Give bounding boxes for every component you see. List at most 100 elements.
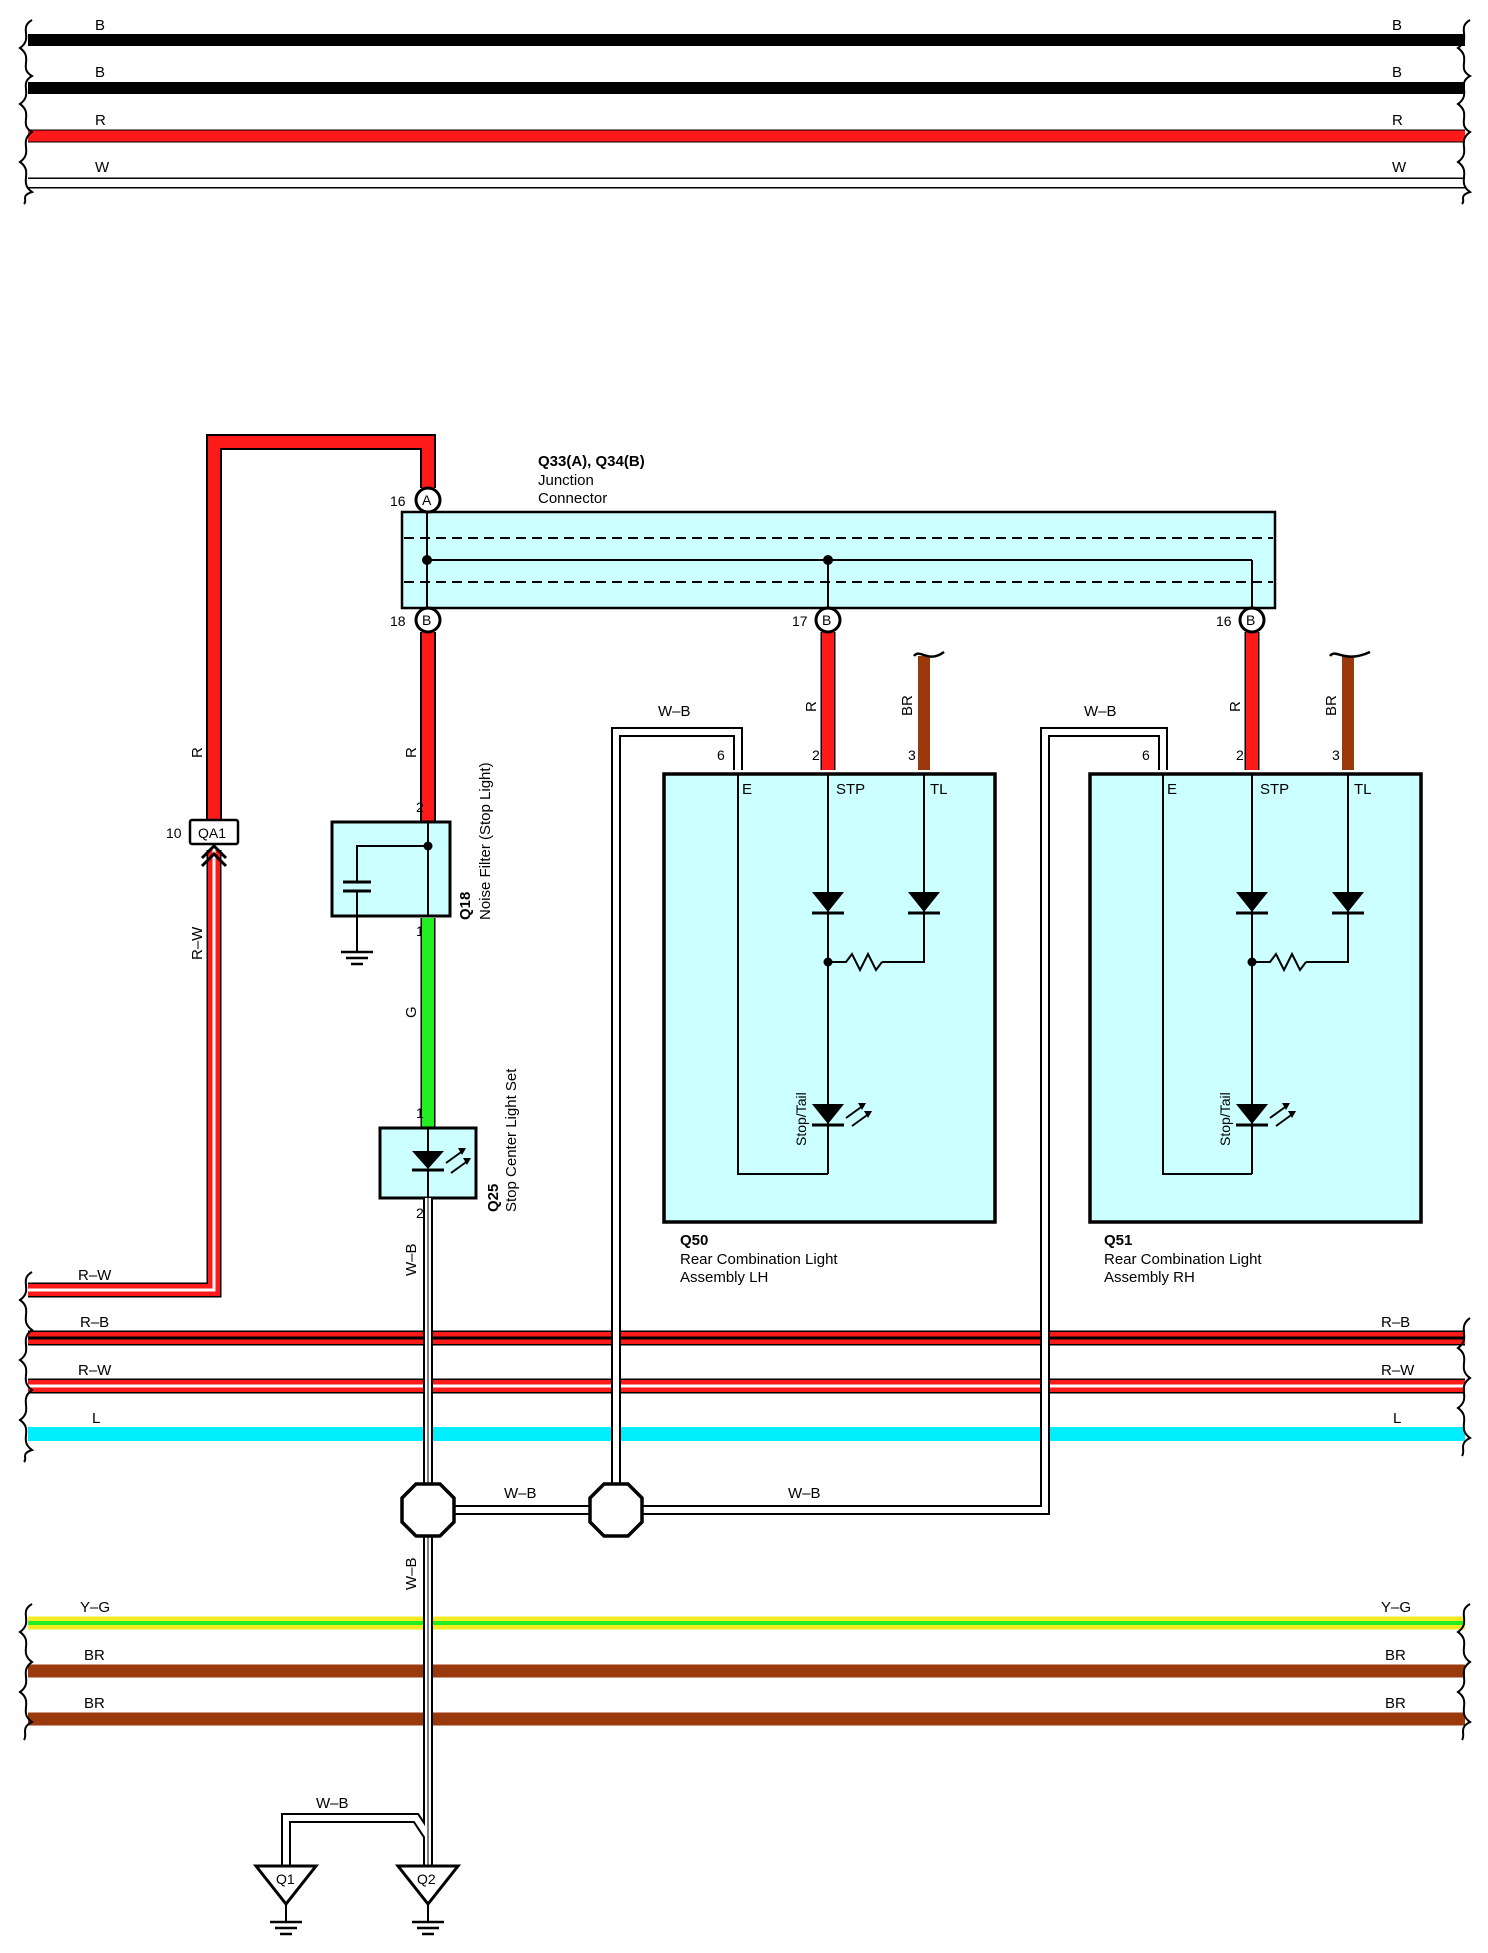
bus-wire-l: L L — [28, 1410, 1465, 1441]
bus-label-left: R — [95, 112, 106, 129]
junction-connector-id: Q33(A), Q34(B) — [538, 453, 645, 470]
ground-point-q1: Q1 — [252, 1864, 320, 1936]
wire-label-r: R — [189, 747, 206, 758]
connector-pin-letter: B — [1246, 612, 1255, 628]
stop-center-name: Stop Center Light Set — [503, 1068, 520, 1212]
terminal-label-tl: TL — [930, 781, 948, 798]
component-name: Assembly RH — [1104, 1269, 1195, 1286]
bus-label-right: BR — [1385, 1647, 1406, 1664]
bus-label-right: Y–G — [1381, 1599, 1411, 1616]
bus-label-right: R–B — [1381, 1314, 1410, 1331]
stop-center-pin-out: 2 — [416, 1205, 424, 1221]
bus-label-left: BR — [84, 1695, 105, 1712]
wire-label-r: R — [403, 747, 420, 758]
wire-r-to-rh: R — [1227, 632, 1260, 770]
bus-label-right: W — [1392, 159, 1407, 176]
inline-connector-pin: 10 — [166, 825, 182, 841]
bus-label-right: R — [1392, 112, 1403, 129]
bulb-label: Stop/Tail — [793, 1092, 809, 1146]
noise-filter-pin-in: 2 — [416, 799, 424, 815]
top-break-marks — [18, 19, 1473, 205]
wire-g: G — [403, 918, 436, 1128]
pin-number-e: 6 — [717, 747, 725, 763]
bus-label-right: L — [1393, 1410, 1401, 1427]
wire-label-wb: W–B — [403, 1557, 420, 1590]
stop-center-id: Q25 — [485, 1184, 502, 1212]
ground-point-q2: Q2 — [394, 1864, 462, 1936]
bus-label-right: B — [1392, 17, 1402, 34]
bus-label-left: B — [95, 64, 105, 81]
component-name: Rear Combination Light — [1104, 1251, 1262, 1268]
ground-id: Q1 — [276, 1871, 295, 1887]
bus-wire-rb: R–B R–B — [28, 1314, 1465, 1346]
bus-label-left: BR — [84, 1647, 105, 1664]
component-id: Q51 — [1104, 1232, 1132, 1249]
junction-connector-name: Connector — [538, 490, 607, 507]
wire-label-rw: R–W — [189, 926, 206, 960]
wire-label-g: G — [403, 1006, 420, 1018]
mid-bus-wires: R–B R–B R–W R–W L L — [18, 1271, 1472, 1463]
wire-label-rw: R–W — [78, 1267, 112, 1284]
bulb-label: Stop/Tail — [1217, 1092, 1233, 1146]
wire-r-to-lh: R — [803, 632, 836, 770]
bus-wire-rw: R–W R–W — [28, 1362, 1465, 1394]
terminal-label-e: E — [1167, 781, 1177, 798]
stop-center-light-q25: 1 2 Q25 Stop Center Light Set — [378, 1068, 520, 1221]
bus-label-right: R–W — [1381, 1362, 1415, 1379]
connector-pin-17b: B 17 — [792, 606, 842, 634]
stop-center-pin-in: 1 — [416, 1105, 424, 1121]
noise-filter-pin-out: 1 — [416, 923, 424, 939]
connector-pin-number: 16 — [1216, 613, 1232, 629]
wire-r-to-filter: R — [403, 632, 436, 822]
noise-filter-name: Noise Filter (Stop Light) — [477, 762, 494, 920]
component-name: Assembly LH — [680, 1269, 768, 1286]
bus-wire-b2: B B — [28, 64, 1465, 94]
pin-number-stp: 2 — [812, 747, 820, 763]
connector-pin-number: 18 — [390, 613, 406, 629]
ground-id: Q2 — [417, 1871, 436, 1887]
terminal-label-stp: STP — [836, 781, 865, 798]
splice-point — [400, 1482, 456, 1538]
feed-wire-rw: R–W R–W — [28, 850, 222, 1298]
wire-label-r: R — [1227, 701, 1244, 712]
connector-pin-number: 17 — [792, 613, 808, 629]
wire-label-r: R — [803, 701, 820, 712]
wire-label-wb: W–B — [504, 1485, 537, 1502]
top-bus-wires: B B B B R R W W — [18, 17, 1473, 205]
terminal-label-stp: STP — [1260, 781, 1289, 798]
bus-wire-w: W W — [28, 159, 1465, 189]
lower-break-marks — [18, 1603, 1472, 1741]
wire-label-wb: W–B — [403, 1243, 420, 1276]
pin-number-e: 6 — [1142, 747, 1150, 763]
ground-wires-wb: W–B W–B W–B W–B W–B W–B W–B — [281, 703, 1168, 1866]
wire-br-to-lh: BR — [899, 650, 945, 770]
bus-label-left: R–W — [78, 1362, 112, 1379]
connector-pin-letter: A — [422, 492, 432, 508]
noise-filter-q18: 2 1 Q18 Noise Filter (Stop Light) — [330, 762, 494, 966]
splice-point — [588, 1482, 644, 1538]
bus-wire-br1: BR BR — [28, 1647, 1465, 1678]
wire-label-wb: W–B — [788, 1485, 821, 1502]
connector-pin-letter: B — [422, 612, 431, 628]
bus-wire-yg: Y–G Y–G — [28, 1599, 1465, 1630]
bus-label-left: Y–G — [80, 1599, 110, 1616]
junction-connector: Q33(A), Q34(B) Junction Connector — [400, 453, 1277, 610]
bus-label-left: R–B — [80, 1314, 109, 1331]
connector-pin-number: 16 — [390, 493, 406, 509]
wire-br-to-rh: BR — [1323, 650, 1371, 770]
rear-combination-light-rh: R B 16 BR Stop/Tail E STP TL 6 2 — [1088, 606, 1423, 1286]
bus-label-left: L — [92, 1410, 100, 1427]
bus-wire-br2: BR BR — [28, 1695, 1465, 1726]
terminal-label-e: E — [742, 781, 752, 798]
wire-label-wb: W–B — [316, 1795, 349, 1812]
pin-number-tl: 3 — [1332, 747, 1340, 763]
junction-connector-name: Junction — [538, 472, 594, 489]
wire-label-wb: W–B — [1084, 703, 1117, 720]
lower-bus-wires: Y–G Y–G BR BR BR BR — [18, 1599, 1472, 1741]
connector-pin-16b: B 16 — [1216, 606, 1266, 634]
pin-number-tl: 3 — [908, 747, 916, 763]
component-id: Q50 — [680, 1232, 708, 1249]
noise-filter-id: Q18 — [457, 892, 474, 920]
connector-pin-letter: B — [822, 612, 831, 628]
